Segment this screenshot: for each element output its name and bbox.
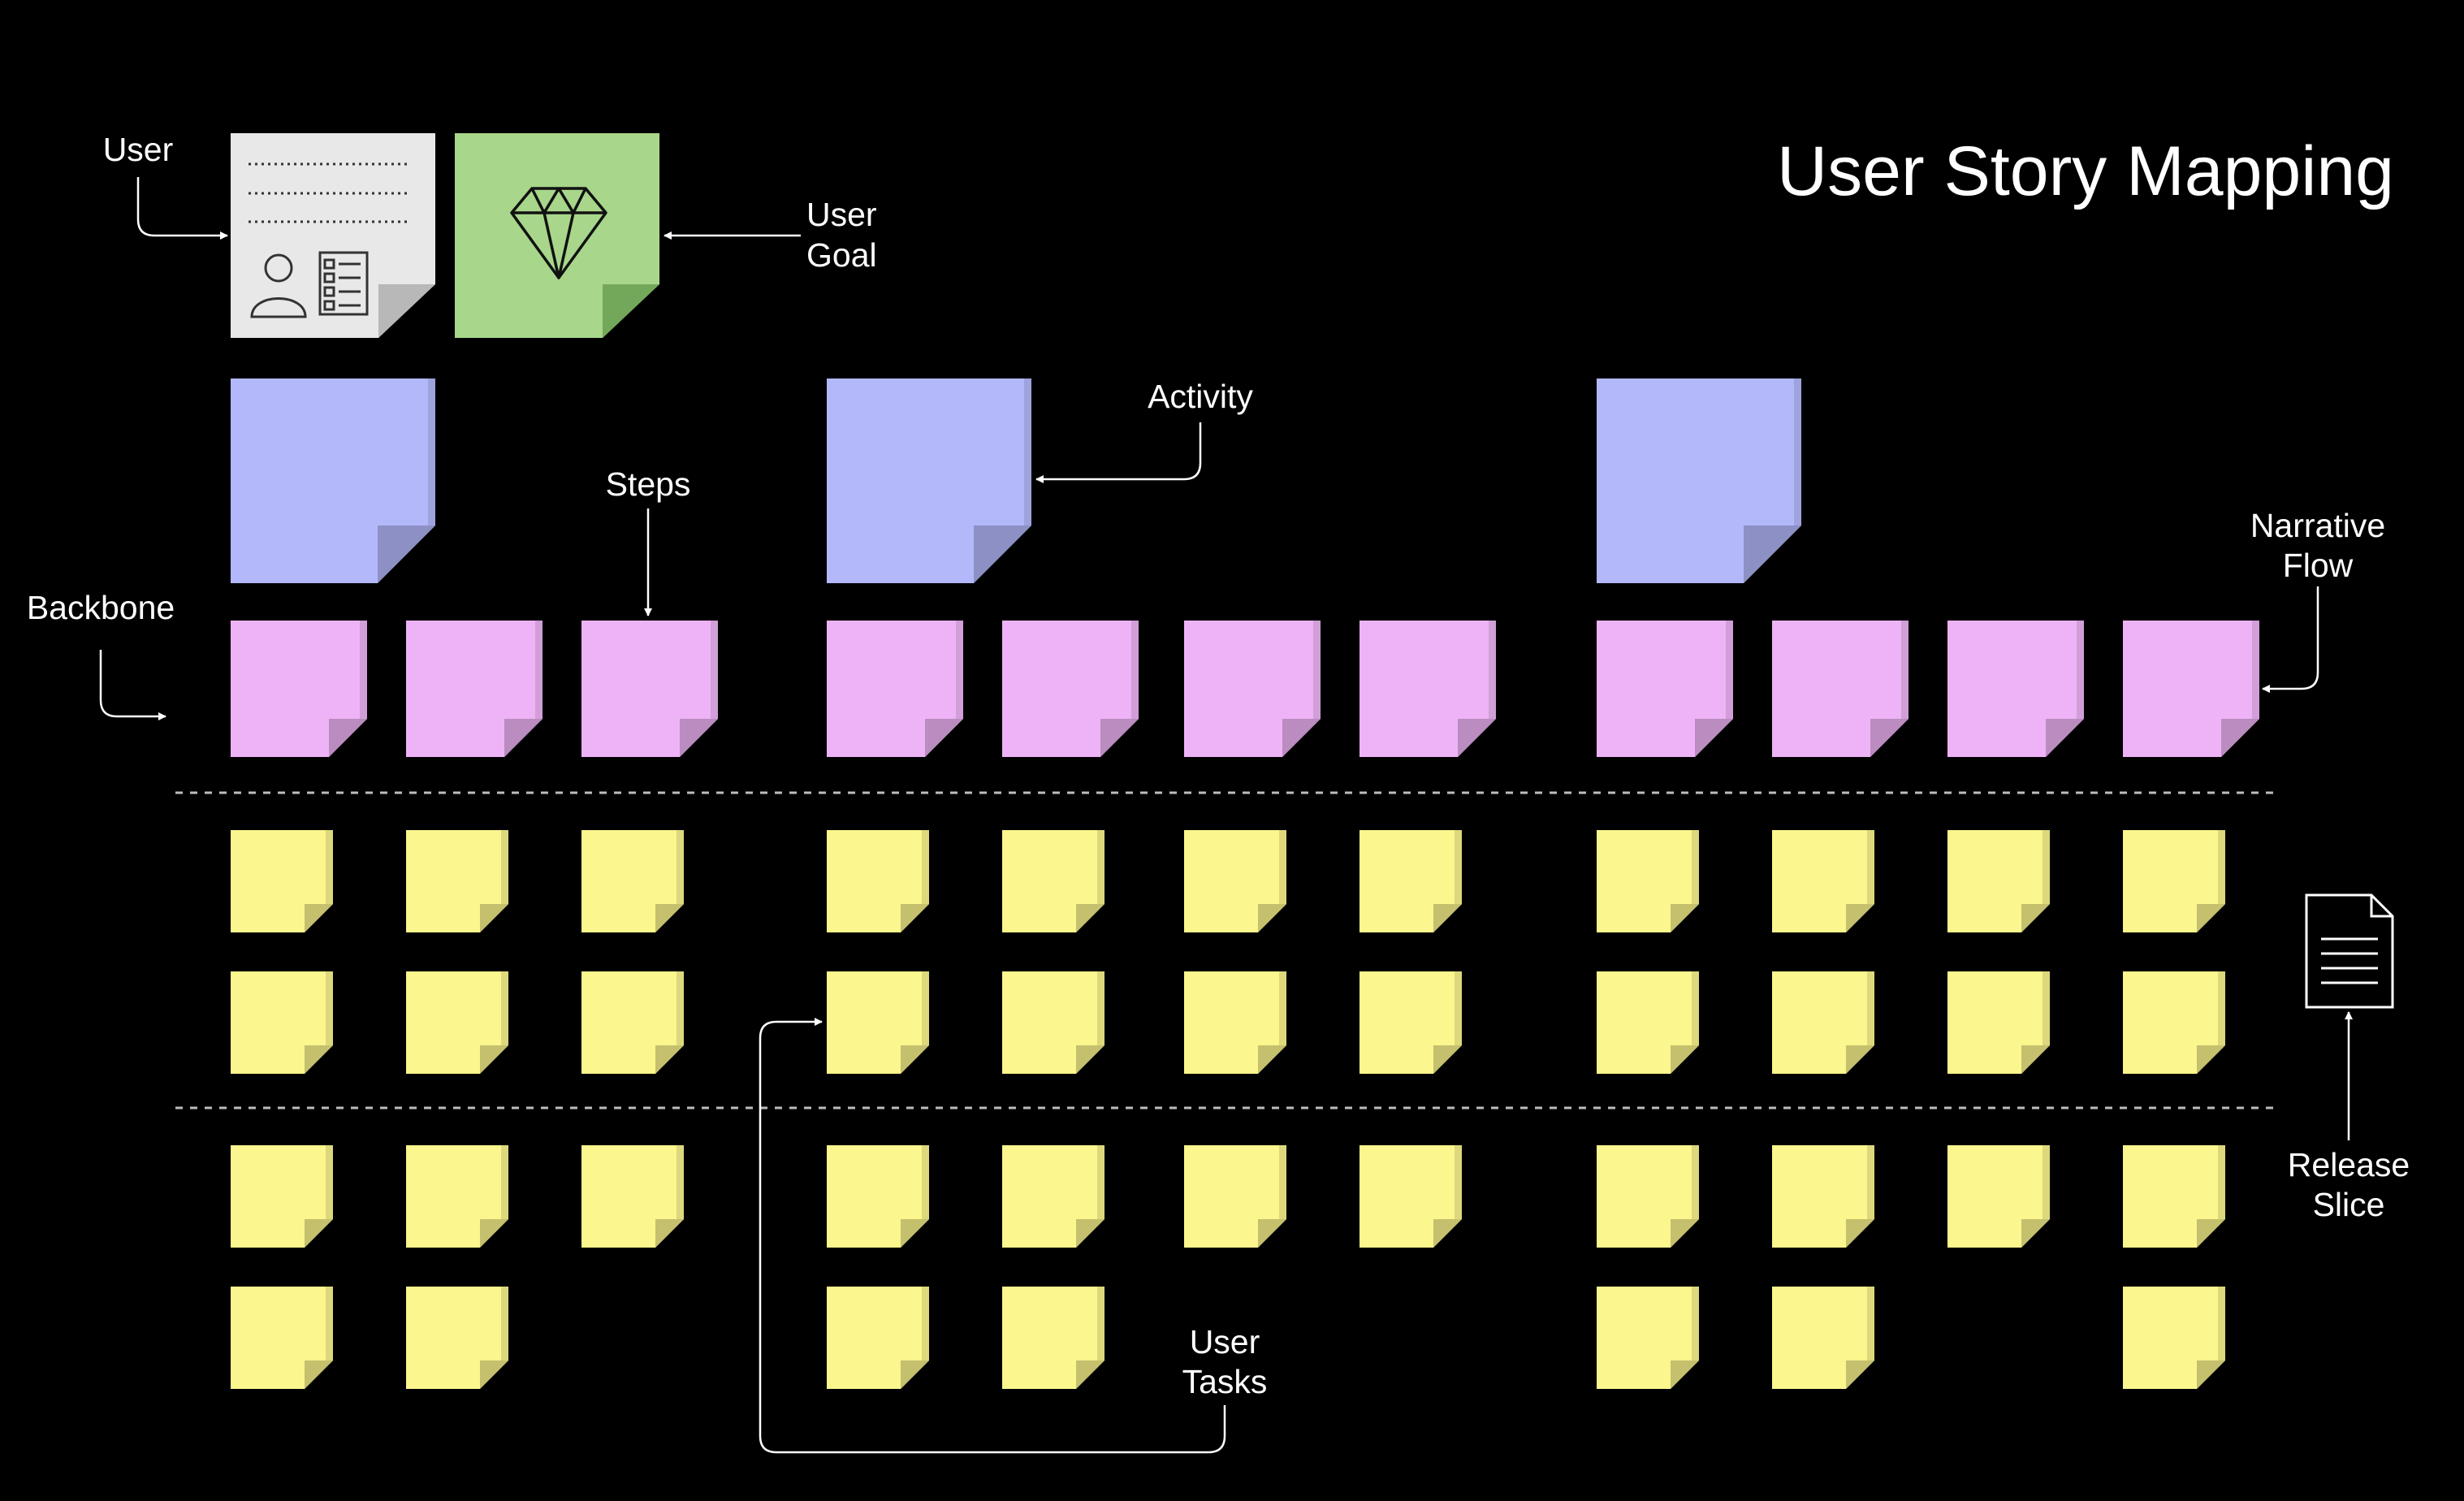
step-card xyxy=(1772,621,1909,757)
task-card xyxy=(1597,971,1699,1074)
task-card xyxy=(2123,1145,2225,1248)
label-release-slice-line1: Release xyxy=(2288,1146,2410,1183)
label-narrative-flow-line2: Flow xyxy=(2283,547,2354,584)
step-card xyxy=(2123,621,2259,757)
step-card xyxy=(1597,621,1733,757)
task-card xyxy=(231,830,333,932)
task-card xyxy=(231,971,333,1074)
task-card xyxy=(2123,971,2225,1074)
step-card xyxy=(406,621,543,757)
step-card xyxy=(581,621,718,757)
step-card xyxy=(1184,621,1321,757)
connector-activity xyxy=(1035,422,1202,483)
label-user-goal-line2: Goal xyxy=(806,236,877,274)
task-card xyxy=(1597,1145,1699,1248)
person-icon xyxy=(250,253,307,318)
activity-card xyxy=(231,378,435,583)
user-goal-card xyxy=(455,133,659,338)
task-card xyxy=(581,971,684,1074)
label-narrative-flow-line1: Narrative xyxy=(2250,507,2385,544)
task-card xyxy=(1002,971,1104,1074)
task-card xyxy=(2123,1287,2225,1389)
label-user-goal-line1: User xyxy=(806,196,877,233)
step-card xyxy=(231,621,367,757)
task-card xyxy=(827,971,929,1074)
label-user-tasks-line1: User xyxy=(1190,1323,1260,1360)
label-activity: Activity xyxy=(1148,378,1253,415)
connector-user-tasks xyxy=(759,1018,1226,1454)
label-user-tasks-line2: Tasks xyxy=(1182,1363,1268,1400)
task-card xyxy=(231,1145,333,1248)
connector-user xyxy=(136,177,228,240)
task-card xyxy=(1947,830,2050,932)
activity-card xyxy=(1597,378,1801,583)
task-card xyxy=(1772,830,1874,932)
step-card xyxy=(1947,621,2084,757)
connector-backbone xyxy=(99,650,166,720)
task-card xyxy=(827,1287,929,1389)
task-card xyxy=(1184,830,1286,932)
diamond-icon xyxy=(510,187,607,279)
checklist-icon xyxy=(318,251,369,316)
task-card xyxy=(581,1145,684,1248)
user-card xyxy=(231,133,435,338)
task-card xyxy=(827,830,929,932)
task-card xyxy=(1947,971,2050,1074)
label-user: User xyxy=(103,131,174,168)
task-card xyxy=(1184,1145,1286,1248)
task-card xyxy=(406,830,508,932)
task-card xyxy=(1772,971,1874,1074)
task-card xyxy=(1597,830,1699,932)
step-card xyxy=(1360,621,1496,757)
task-card xyxy=(1772,1145,1874,1248)
activity-card xyxy=(827,378,1031,583)
task-card xyxy=(1360,1145,1462,1248)
page-title: User Story Mapping xyxy=(1777,132,2394,210)
label-backbone: Backbone xyxy=(27,589,175,626)
label-steps: Steps xyxy=(606,465,691,503)
document-icon xyxy=(2305,893,2394,1009)
task-card xyxy=(1360,971,1462,1074)
task-card xyxy=(406,1145,508,1248)
story-map-cards xyxy=(231,378,2259,1389)
task-card xyxy=(1002,830,1104,932)
task-card xyxy=(1002,1287,1104,1389)
task-card xyxy=(1360,830,1462,932)
task-card xyxy=(827,1145,929,1248)
task-card xyxy=(1184,971,1286,1074)
task-card xyxy=(231,1287,333,1389)
connector-narrative-flow xyxy=(2262,586,2319,693)
task-card xyxy=(1597,1287,1699,1389)
step-card xyxy=(827,621,963,757)
task-card xyxy=(1947,1145,2050,1248)
label-release-slice-line2: Slice xyxy=(2313,1186,2385,1223)
task-card xyxy=(2123,830,2225,932)
task-card xyxy=(581,830,684,932)
step-card xyxy=(1002,621,1139,757)
task-card xyxy=(1002,1145,1104,1248)
task-card xyxy=(406,1287,508,1389)
task-card xyxy=(406,971,508,1074)
task-card xyxy=(1772,1287,1874,1389)
